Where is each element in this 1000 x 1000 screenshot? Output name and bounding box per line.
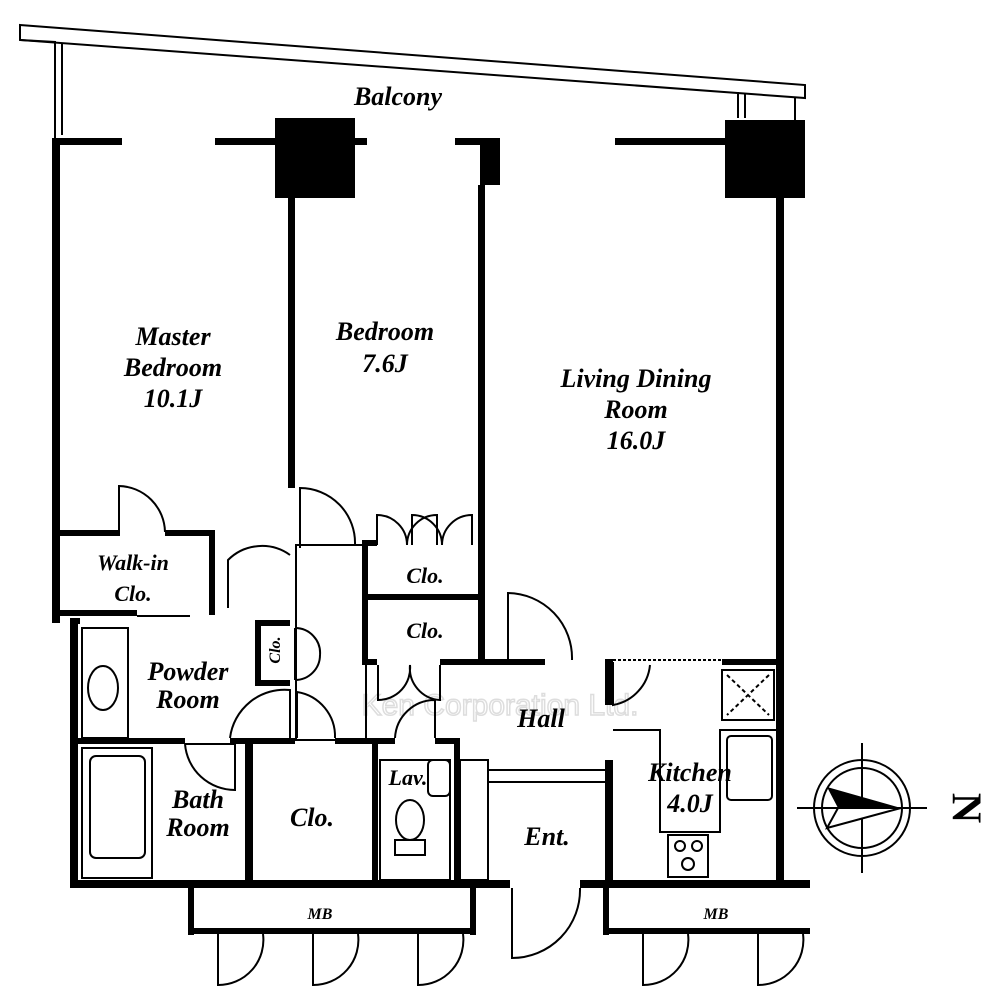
label-powder-2: Room: [155, 685, 220, 714]
label-clo-small: Clo.: [267, 636, 284, 663]
label-clo-lower: Clo.: [406, 618, 443, 643]
label-hall: Hall: [516, 704, 565, 733]
label-master-bedroom-size: 10.1J: [144, 384, 204, 413]
label-lav: Lav.: [388, 765, 428, 790]
label-walkin: Walk-in: [97, 550, 169, 575]
label-bedroom: Bedroom: [335, 317, 434, 346]
watermark: Ken Corporation Ltd.: [362, 689, 639, 722]
walls: [52, 118, 810, 888]
label-living: Living Dining: [560, 364, 712, 393]
label-master-bedroom-1: Master: [134, 322, 211, 351]
doors: [118, 484, 651, 960]
label-walkin-2: Clo.: [114, 581, 151, 606]
label-kitchen-size: 4.0J: [666, 789, 714, 818]
label-bath: Bath: [171, 785, 224, 814]
label-entrance: Ent.: [523, 822, 570, 851]
label-balcony: Balcony: [353, 82, 443, 111]
meter-box-left: [188, 885, 476, 987]
label-kitchen: Kitchen: [647, 758, 732, 787]
label-master-bedroom-2: Bedroom: [123, 353, 222, 382]
label-living-2: Room: [603, 395, 668, 424]
north-label: N: [942, 793, 988, 823]
label-mb-left: MB: [307, 906, 333, 923]
label-mb-right: MB: [703, 906, 729, 923]
label-living-size: 16.0J: [607, 426, 667, 455]
label-bedroom-size: 7.6J: [362, 349, 409, 378]
label-powder: Powder: [147, 657, 230, 686]
compass-icon: [797, 743, 927, 873]
label-bath-2: Room: [165, 813, 230, 842]
label-clo-bottom: Clo.: [290, 803, 334, 832]
balcony-railing: [19, 23, 806, 140]
meter-box-right: [603, 885, 810, 987]
fixtures: [81, 544, 776, 881]
label-clo-upper: Clo.: [406, 563, 443, 588]
